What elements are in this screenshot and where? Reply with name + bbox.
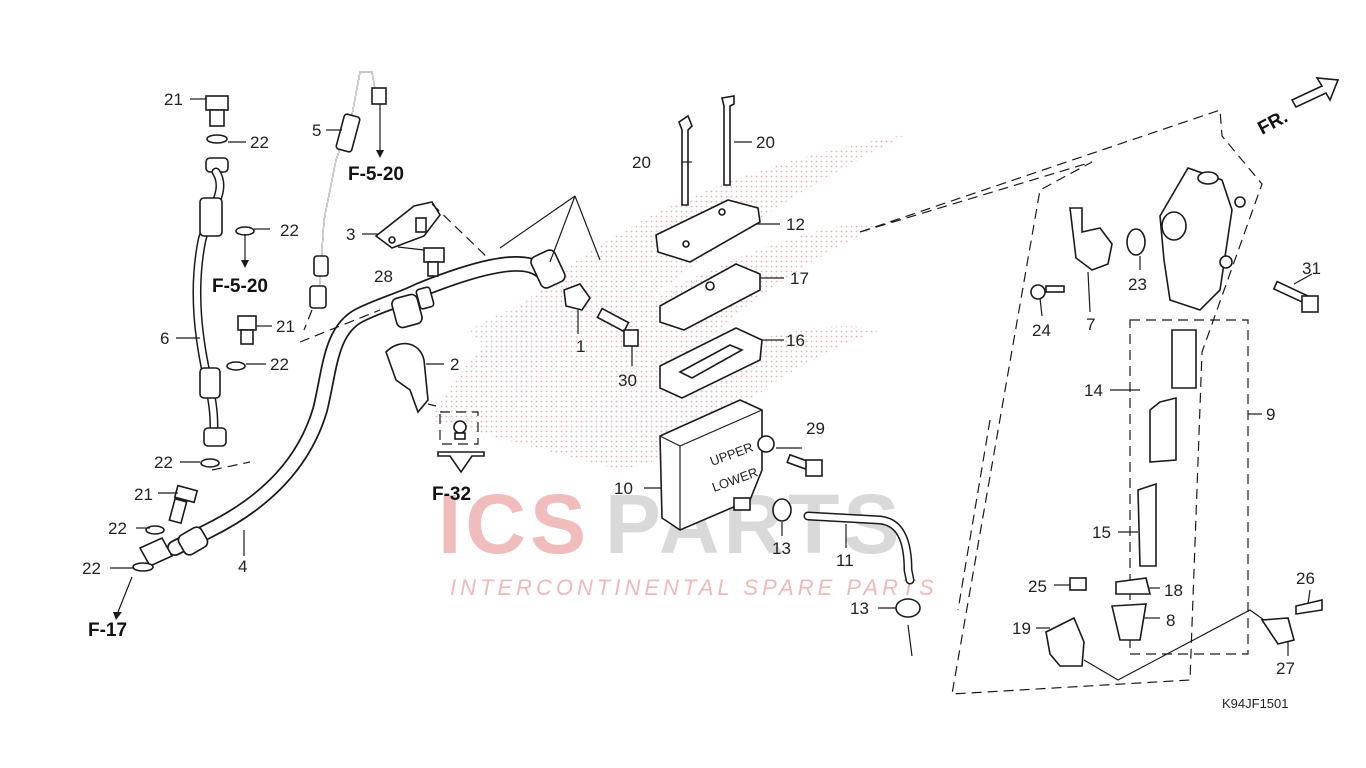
hose-clips	[772, 498, 921, 618]
reservoir-cap	[655, 199, 761, 263]
page-ref-f-5-20-left: F-5-20	[212, 276, 268, 297]
callout-6: 6	[160, 329, 169, 348]
callout-22c: 22	[270, 355, 289, 374]
callout-15: 15	[1092, 523, 1111, 542]
callout-12: 12	[786, 215, 805, 234]
callout-16: 16	[786, 331, 805, 350]
callout-5: 5	[312, 121, 321, 140]
callout-4: 4	[238, 557, 247, 576]
page-references: F-5-20 F-5-20 F-32 F-17	[88, 164, 471, 641]
callout-14: 14	[1084, 381, 1103, 400]
callout-19: 19	[1012, 619, 1031, 638]
reservoir-tank: UPPER LOWER	[659, 399, 775, 531]
callout-28: 28	[374, 267, 393, 286]
upper-hose-assembly	[192, 95, 257, 471]
callout-8: 8	[1166, 611, 1175, 630]
watermark-brand: ICS PARTS INTERCONTINENTAL SPARE PARTS	[438, 477, 938, 600]
callout-24: 24	[1032, 321, 1051, 340]
joint-clip	[563, 283, 639, 347]
reservoir-bolts	[678, 95, 735, 206]
master-cylinder-body	[1159, 167, 1246, 311]
leader-lines	[110, 98, 1313, 656]
reservoir-hose	[803, 511, 915, 657]
callout-21b: 21	[276, 317, 295, 336]
callout-21a: 21	[164, 90, 183, 109]
callout-26: 26	[1296, 569, 1315, 588]
callout-31: 31	[1302, 259, 1321, 278]
callout-labels: 1 2 3 4 5 6 7 8 9 10 11 12 13 13 14 15 1…	[82, 90, 1321, 678]
master-cylinder-frame	[859, 109, 1263, 695]
callout-3: 3	[346, 225, 355, 244]
callout-13b: 13	[850, 599, 869, 618]
callout-30: 30	[618, 371, 637, 390]
hose-clamp-stay	[385, 342, 437, 414]
pipe-clamp-bracket	[374, 201, 445, 277]
page-ref-f-5-20-pipe: F-5-20	[348, 164, 404, 185]
callout-23: 23	[1128, 275, 1147, 294]
callout-29: 29	[806, 419, 825, 438]
callout-22d: 22	[154, 453, 173, 472]
page-ref-f-32: F-32	[432, 484, 471, 505]
callout-25: 25	[1028, 577, 1047, 596]
diagram-code: K94JF1501	[1222, 696, 1289, 711]
callout-1: 1	[576, 337, 585, 356]
pushrod-parts	[1045, 577, 1323, 681]
cylinder-bolts	[1030, 280, 1319, 313]
callout-13a: 13	[772, 539, 791, 558]
callout-22e: 22	[108, 519, 127, 538]
callout-17: 17	[790, 269, 809, 288]
callout-22f: 22	[82, 559, 101, 578]
callout-18: 18	[1164, 581, 1183, 600]
front-label: FR.	[1254, 107, 1291, 140]
page-ref-f-17: F-17	[88, 620, 127, 641]
reservoir-plate	[659, 263, 761, 331]
callout-7: 7	[1086, 315, 1095, 334]
reservoir-diaphragm	[659, 327, 763, 399]
callout-20a: 20	[632, 153, 651, 172]
watermark-tagline: INTERCONTINENTAL SPARE PARTS	[450, 575, 938, 600]
brake-pipe-assembly	[303, 71, 387, 331]
tank-bolt	[786, 453, 823, 477]
watermark-brand-left: ICS	[438, 477, 590, 571]
callout-10: 10	[614, 479, 633, 498]
callout-21c: 21	[134, 485, 153, 504]
callout-9: 9	[1266, 405, 1275, 424]
callout-11: 11	[836, 551, 854, 570]
grommet-bolt	[437, 411, 485, 474]
callout-22a: 22	[250, 133, 269, 152]
callout-20b: 20	[756, 133, 775, 152]
piston-kit	[1129, 319, 1249, 655]
callout-2: 2	[450, 355, 459, 374]
front-arrow: FR.	[1254, 77, 1340, 140]
callout-22b: 22	[280, 221, 299, 240]
callout-27: 27	[1276, 659, 1295, 678]
joint-fitting	[1069, 207, 1146, 271]
